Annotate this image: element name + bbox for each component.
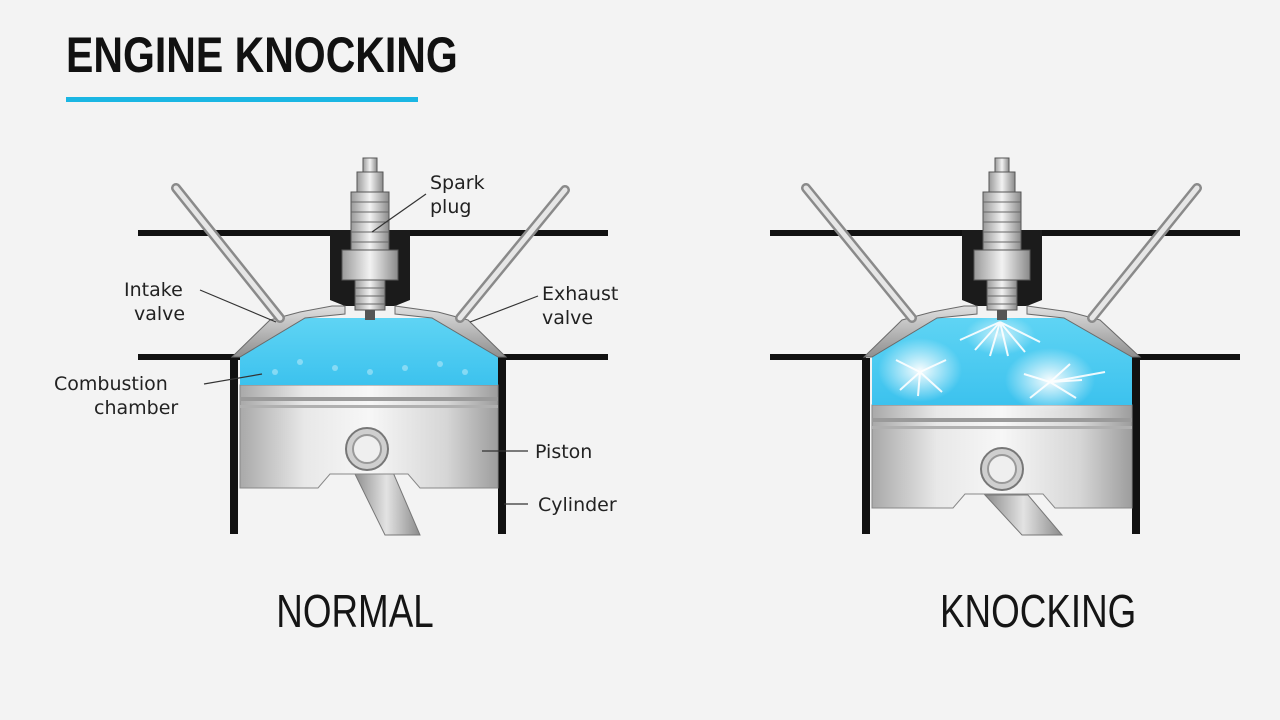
spark-plug-label-line2: plug xyxy=(430,196,471,218)
combustion-chamber-label-line2: chamber xyxy=(94,397,178,419)
knocking-caption: KNOCKING xyxy=(940,585,1137,637)
normal-caption: NORMAL xyxy=(276,585,434,637)
piston-label: Piston xyxy=(535,441,592,463)
spark-plug-label-line1: Spark xyxy=(430,172,485,194)
exhaust-valve-label-line2: valve xyxy=(542,307,593,329)
intake-valve-label-line1: Intake xyxy=(124,279,183,301)
page-title: ENGINE KNOCKING xyxy=(66,27,458,83)
intake-valve-label-line2: valve xyxy=(134,303,185,325)
title-underline xyxy=(66,97,418,102)
normal-engine: Spark plug Intake valve Exhaust valve Co… xyxy=(54,157,618,536)
combustion-chamber-label-line1: Combustion xyxy=(54,373,168,395)
exhaust-valve-label-line1: Exhaust xyxy=(542,283,618,305)
knocking-engine xyxy=(770,157,1240,536)
cylinder-label: Cylinder xyxy=(538,494,617,516)
